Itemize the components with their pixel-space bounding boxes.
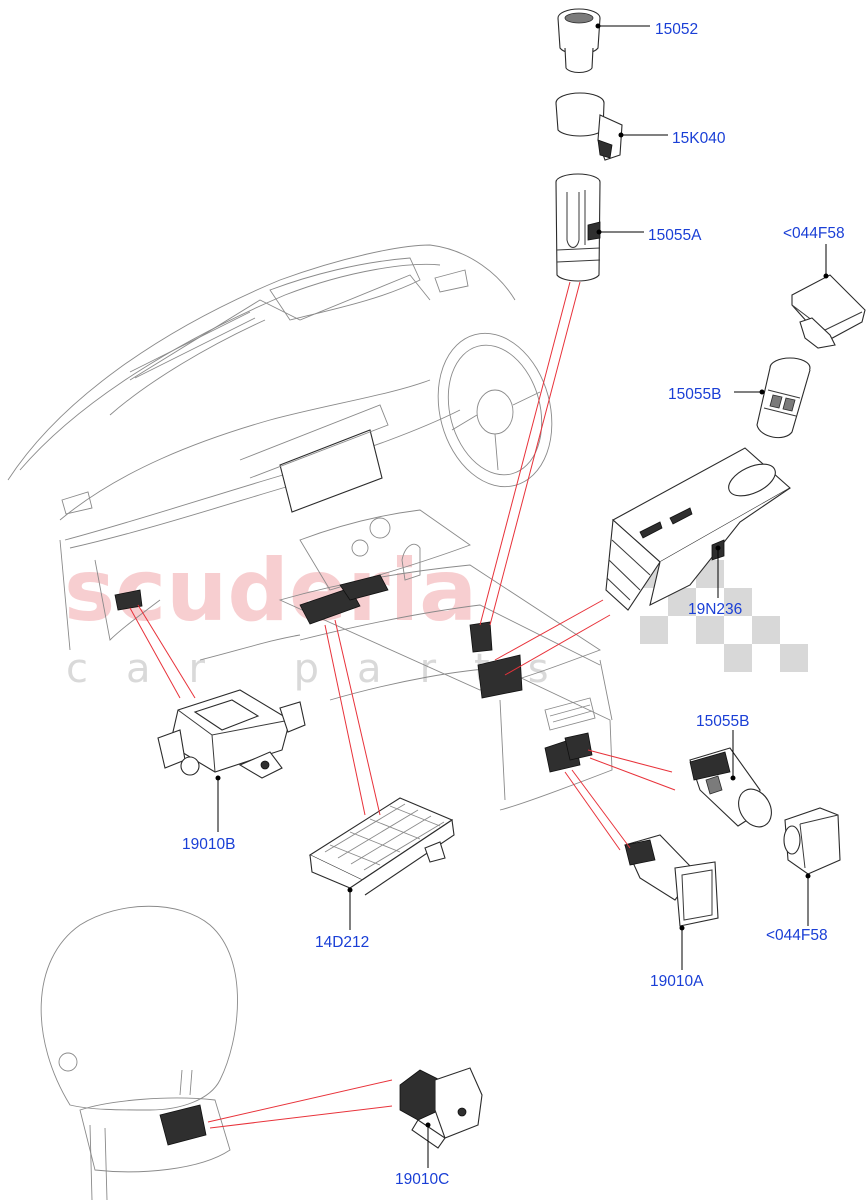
leader-lines: [215, 23, 829, 1168]
watermark-checker: [640, 560, 808, 672]
callout-044F58-upper[interactable]: <044F58: [783, 225, 845, 242]
watermark-main: scuderia: [64, 541, 477, 641]
part-15052[interactable]: [557, 8, 601, 74]
part-19010A[interactable]: [624, 834, 719, 927]
part-19010C[interactable]: [399, 1067, 483, 1149]
callout-19010C[interactable]: 19010C: [395, 1171, 449, 1188]
part-15055B-upper[interactable]: [756, 357, 811, 439]
callout-19010A[interactable]: 19010A: [650, 973, 704, 990]
headrest-drawing: [40, 905, 238, 1200]
callout-19N236[interactable]: 19N236: [688, 601, 742, 618]
part-14D212[interactable]: [308, 797, 455, 896]
callout-15K040[interactable]: 15K040: [672, 130, 726, 147]
reference-lines: [129, 281, 676, 1129]
callout-044F58-lower[interactable]: <044F58: [766, 927, 828, 944]
watermark: scuderia car parts: [64, 541, 808, 692]
callout-15055A[interactable]: 15055A: [648, 227, 702, 244]
vehicle-interior-drawing: [7, 244, 613, 811]
part-19010B[interactable]: [157, 689, 306, 779]
part-15055B-lower[interactable]: [689, 747, 778, 833]
callout-19010B[interactable]: 19010B: [182, 836, 235, 853]
callout-15052[interactable]: 15052: [655, 21, 698, 38]
part-15055A[interactable]: [555, 173, 601, 282]
callout-14D212[interactable]: 14D212: [315, 934, 369, 951]
callout-15055B-lower[interactable]: 15055B: [696, 713, 749, 730]
callout-15055B-upper[interactable]: 15055B: [668, 386, 721, 403]
part-044F58-upper[interactable]: [791, 274, 866, 349]
part-15K040[interactable]: [555, 92, 623, 161]
callout-labels: 15052 15K040 15055A <044F58 15055B 19N23…: [182, 21, 845, 1188]
part-044F58-lower[interactable]: [783, 807, 841, 875]
